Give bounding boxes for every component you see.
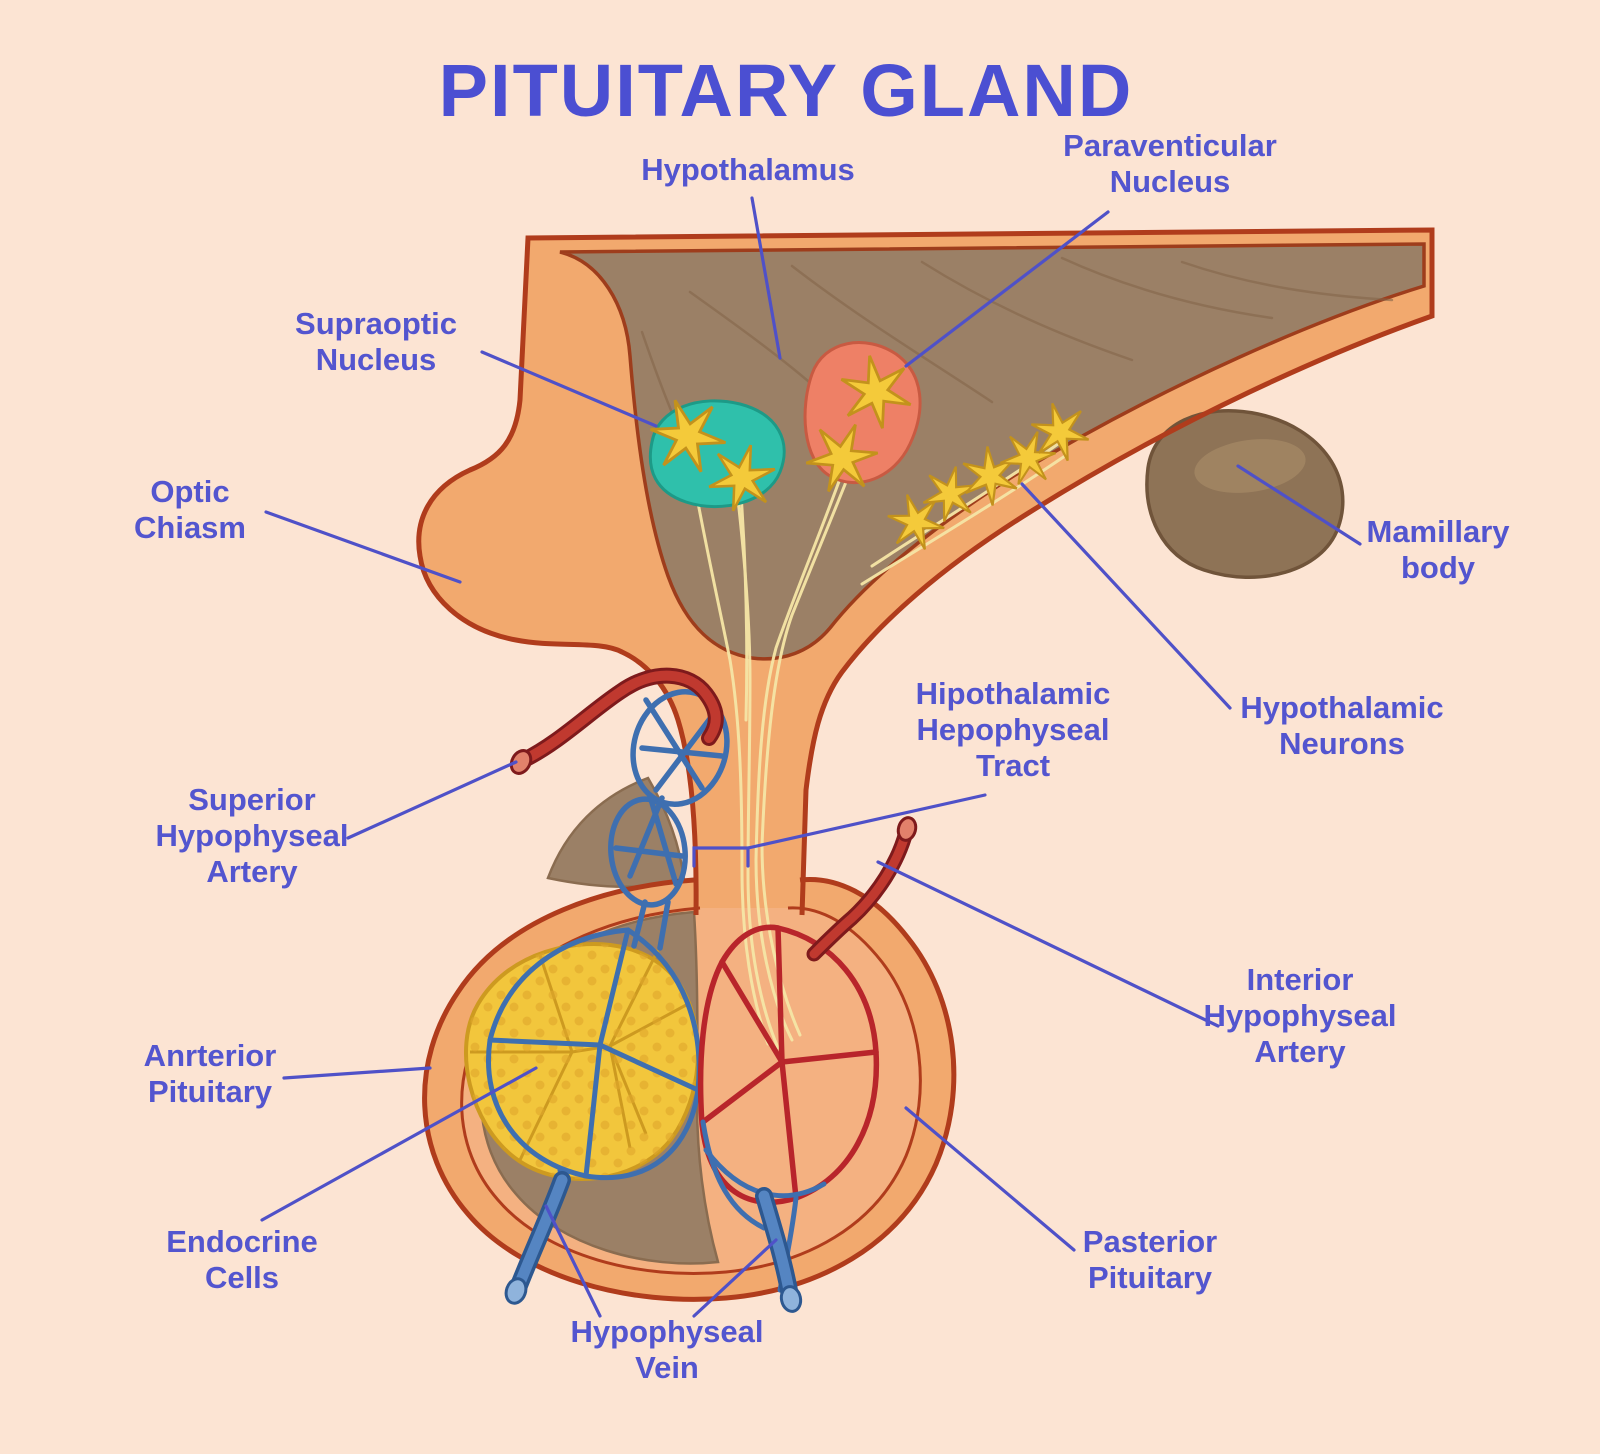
- label-optic-chiasm: Optic Chiasm: [134, 474, 246, 545]
- label-posterior-pituitary: Pasterior Pituitary: [1082, 1224, 1218, 1295]
- leader-hypothalamus: [750, 196, 782, 360]
- endocrine-cell-cluster: [464, 942, 700, 1181]
- tract-bracket: [692, 846, 750, 868]
- leader-posterior: [904, 1106, 1076, 1252]
- leader-anterior: [282, 1066, 432, 1080]
- label-hypothalamic-neurons: Hypothalamic Neurons: [1240, 690, 1444, 761]
- label-supraoptic-nucleus: Supraoptic Nucleus: [295, 306, 457, 377]
- label-paraventricular-nucleus: Paraventicular Nucleus: [1063, 128, 1277, 199]
- brain-tissue: [559, 242, 1426, 661]
- leader-mamillary: [1236, 464, 1362, 546]
- label-hypothalamus: Hypothalamus: [641, 152, 855, 187]
- leader-neurons: [1020, 482, 1232, 710]
- hypophyseal-vein-vessels: [504, 1171, 803, 1313]
- label-interior-hypophyseal-artery: Interior Hypophyseal Artery: [1203, 962, 1397, 1069]
- label-hypophyseal-vein: Hypophyseal Vein: [570, 1314, 764, 1385]
- label-endocrine-cells: Endocrine Cells: [166, 1224, 318, 1295]
- page-title: PITUITARY GLAND: [438, 49, 1134, 132]
- leader-paraventricular: [904, 210, 1110, 368]
- inferior-hypophyseal-artery-vessel: [806, 816, 918, 962]
- leader-interior-artery: [876, 860, 1220, 1028]
- leader-vein-right: [692, 1238, 778, 1318]
- label-hypothalamic-hypophyseal-tract: Hipothalamic Hepophyseal Tract: [915, 676, 1111, 783]
- leader-vein-left: [544, 1204, 602, 1318]
- leader-supraoptic: [480, 350, 658, 428]
- superior-hypophyseal-artery-vessel: [509, 667, 724, 775]
- label-superior-hypophyseal-artery: Superior Hypophyseal Artery: [155, 782, 349, 889]
- pituitary-body-outline: [422, 876, 957, 1302]
- leader-endocrine: [260, 1066, 538, 1222]
- leader-lines: [260, 196, 1362, 1318]
- leader-tract: [746, 793, 987, 850]
- leader-optic-chiasm: [264, 510, 462, 584]
- leader-superior-artery: [346, 760, 518, 840]
- label-anterior-pituitary: Anrterior Pituitary: [143, 1038, 277, 1109]
- label-mamillary-body: Mamillary body: [1366, 514, 1510, 585]
- anterior-capillary-web: [486, 927, 702, 1185]
- mamillary-body-shape: [1145, 409, 1345, 579]
